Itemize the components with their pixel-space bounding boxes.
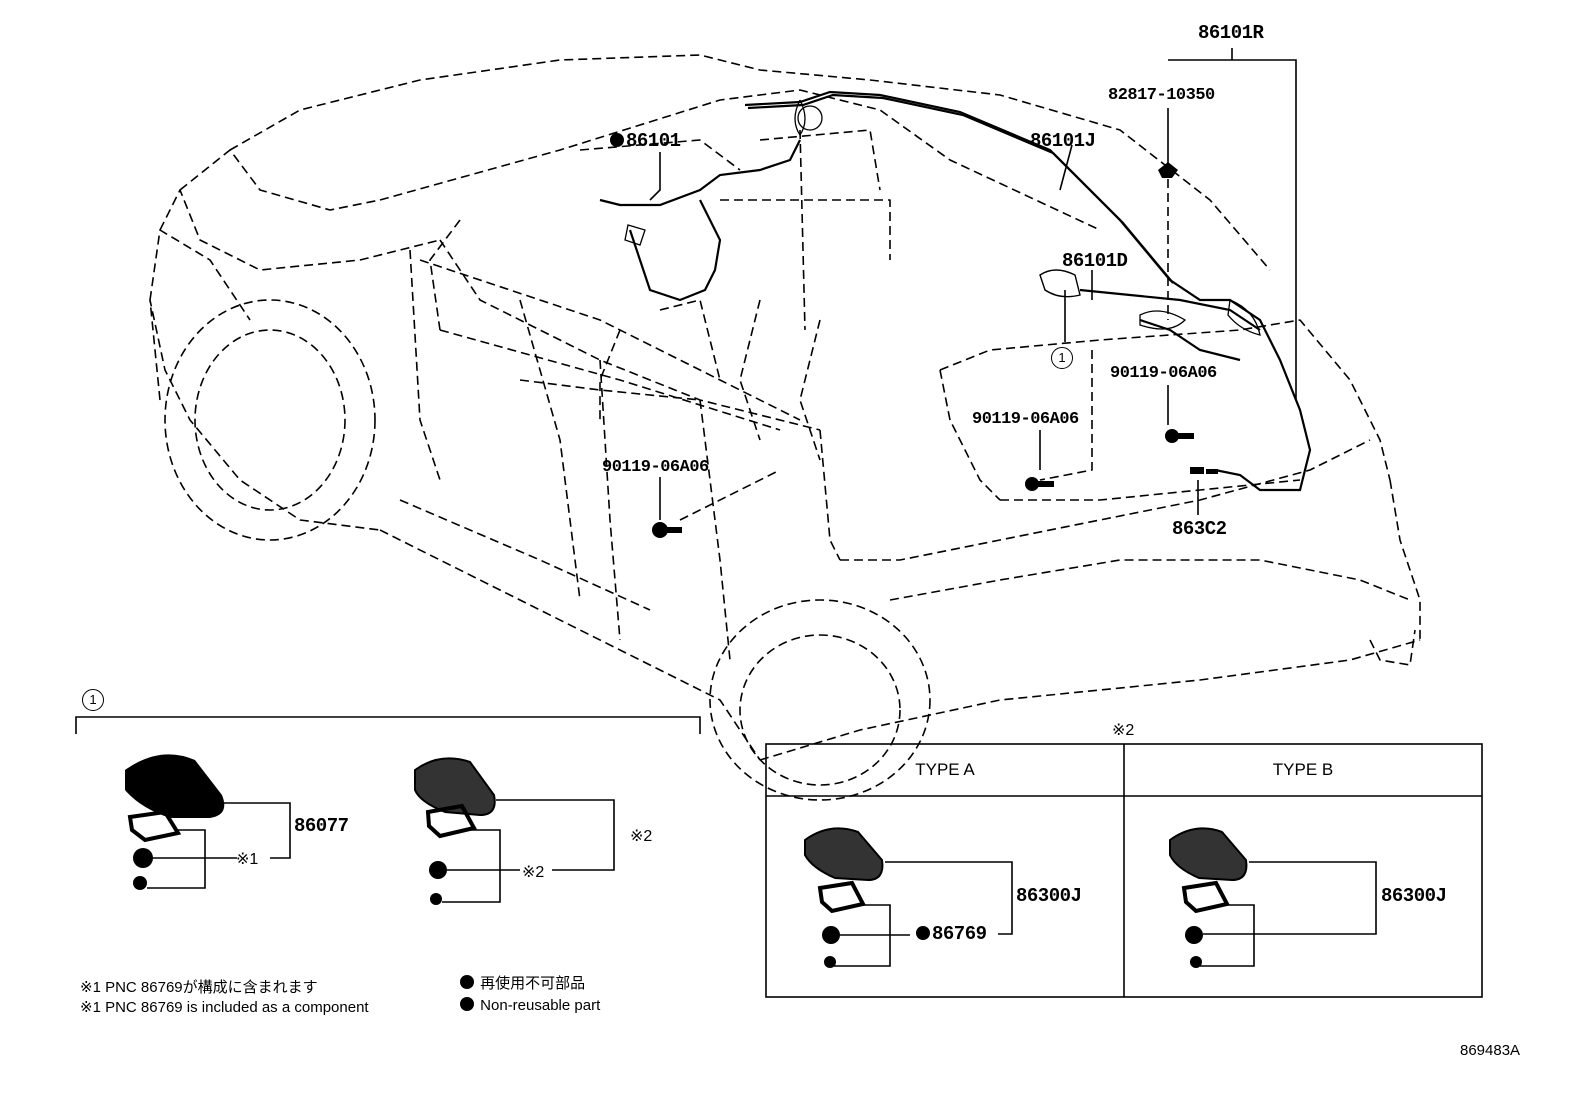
ref-note-1: ※1 bbox=[236, 851, 259, 868]
label-863C2: 863C2 bbox=[1172, 518, 1227, 540]
type-table-ref: ※2 bbox=[1112, 722, 1135, 739]
inset-circle-1: 1 bbox=[82, 689, 104, 711]
label-90119-06A06-right: 90119-06A06 bbox=[1110, 364, 1217, 383]
legend-dot-icon bbox=[460, 975, 474, 989]
legend-english-text: Non-reusable part bbox=[480, 997, 601, 1014]
type-a-header: TYPE A bbox=[915, 760, 975, 779]
label-86101D: 86101D bbox=[1062, 250, 1128, 272]
legend-japanese-text: 再使用不可部品 bbox=[480, 975, 586, 992]
label-82817-10350: 82817-10350 bbox=[1108, 86, 1215, 105]
label-86300J-type-b: 86300J bbox=[1381, 885, 1447, 907]
type-b-header: TYPE B bbox=[1272, 760, 1334, 779]
note-english: ※1 PNC 86769 is included as a component bbox=[80, 999, 369, 1016]
label-86101: 86101 bbox=[610, 130, 681, 152]
label-90119-06A06-left: 90119-06A06 bbox=[602, 458, 709, 477]
note-japanese: ※1 PNC 86769が構成に含まれます bbox=[80, 979, 318, 996]
ref-note-2-right: ※2 bbox=[630, 828, 653, 845]
label-86769-text: 86769 bbox=[932, 923, 987, 945]
ref-note-2-left: ※2 bbox=[522, 864, 545, 881]
callout-circle-1: 1 bbox=[1051, 347, 1073, 369]
label-86077: 86077 bbox=[294, 815, 349, 837]
label-86300J-type-a: 86300J bbox=[1016, 885, 1082, 907]
label-86101R: 86101R bbox=[1198, 22, 1264, 44]
legend-english: Non-reusable part bbox=[460, 997, 600, 1014]
legend-japanese: 再使用不可部品 bbox=[460, 972, 585, 993]
figure-id: 869483A bbox=[1460, 1042, 1521, 1059]
label-86101J: 86101J bbox=[1030, 130, 1096, 152]
non-reusable-dot-icon bbox=[916, 926, 930, 940]
legend-dot-icon bbox=[460, 997, 474, 1011]
label-90119-06A06-center: 90119-06A06 bbox=[972, 410, 1079, 429]
non-reusable-dot-icon bbox=[610, 133, 624, 147]
label-86101-text: 86101 bbox=[626, 130, 681, 152]
label-86769: 86769 bbox=[916, 923, 987, 945]
